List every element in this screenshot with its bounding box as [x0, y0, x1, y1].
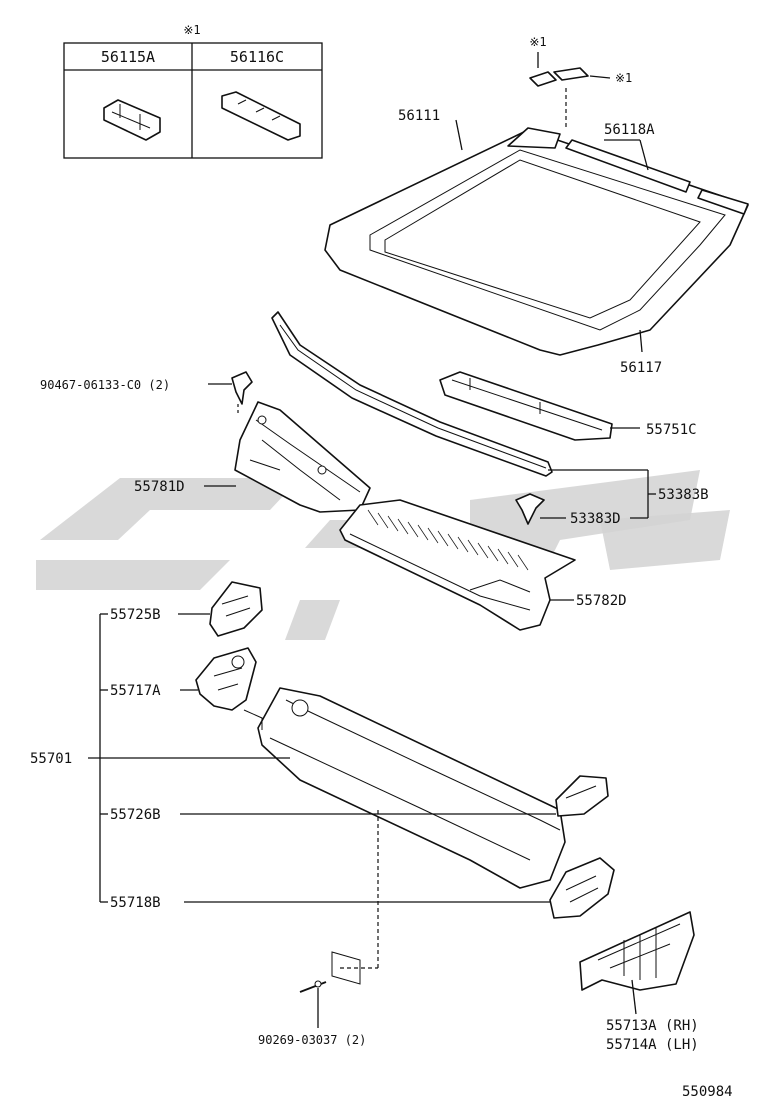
- label-55751c: 55751C: [646, 422, 697, 438]
- label-53383d: 53383D: [570, 511, 621, 527]
- label-56118a: 56118A: [604, 122, 655, 138]
- clip-53383d-drawing: [515, 493, 545, 525]
- inset-note-mark: ※1: [183, 23, 200, 37]
- inset-box: ※1 56115A 56116C: [63, 23, 323, 159]
- label-55781d: 55781D: [134, 479, 185, 495]
- inset-col-56116c: 56116C: [230, 48, 284, 66]
- label-55718b: 55718B: [110, 895, 161, 911]
- label-55782d: 55782D: [576, 593, 627, 609]
- bracket-55725b-drawing: [209, 581, 263, 637]
- label-55725b: 55725B: [110, 607, 161, 623]
- top-note-mark: ※1: [529, 35, 546, 49]
- label-55713a: 55713A (RH): [606, 1018, 699, 1034]
- label-55701: 55701: [30, 751, 72, 767]
- windshield-glass-drawing: [324, 127, 749, 356]
- bracket-55726b-drawing: [555, 775, 609, 817]
- label-90269: 90269-03037 (2): [258, 1033, 366, 1047]
- label-56111: 56111: [398, 108, 440, 124]
- inset-col-56115a: 56115A: [101, 48, 155, 66]
- label-55726b: 55726B: [110, 807, 161, 823]
- label-56117: 56117: [620, 360, 662, 376]
- label-90467: 90467-06133-C0 (2): [40, 378, 170, 392]
- bracket-55718b-drawing: [549, 857, 615, 919]
- cowl-panel-55701-drawing: [243, 687, 566, 968]
- label-55714a: 55714A (LH): [606, 1037, 699, 1053]
- label-53383b: 53383B: [658, 487, 709, 503]
- top-clips: ※1 ※1: [529, 35, 632, 130]
- louver-55751c-drawing: [439, 371, 613, 441]
- leader-lines: [88, 119, 656, 1028]
- clip-56115a-drawing: [103, 99, 161, 141]
- side-note-mark: ※1: [615, 71, 632, 85]
- part-labels: 56111 56118A 56117 90467-06133-C0 (2) 55…: [30, 108, 733, 1100]
- weatherstrip-drawing: [271, 311, 553, 477]
- diagram-code: 550984: [682, 1084, 733, 1100]
- bracket-55717a-drawing: [195, 647, 257, 711]
- label-55717a: 55717A: [110, 683, 161, 699]
- clip-90467-drawing: [231, 371, 253, 415]
- side-panel-55713a-drawing: [579, 911, 695, 991]
- bolt-90269-drawing: [299, 951, 378, 993]
- clip-56116c-drawing: [221, 91, 301, 141]
